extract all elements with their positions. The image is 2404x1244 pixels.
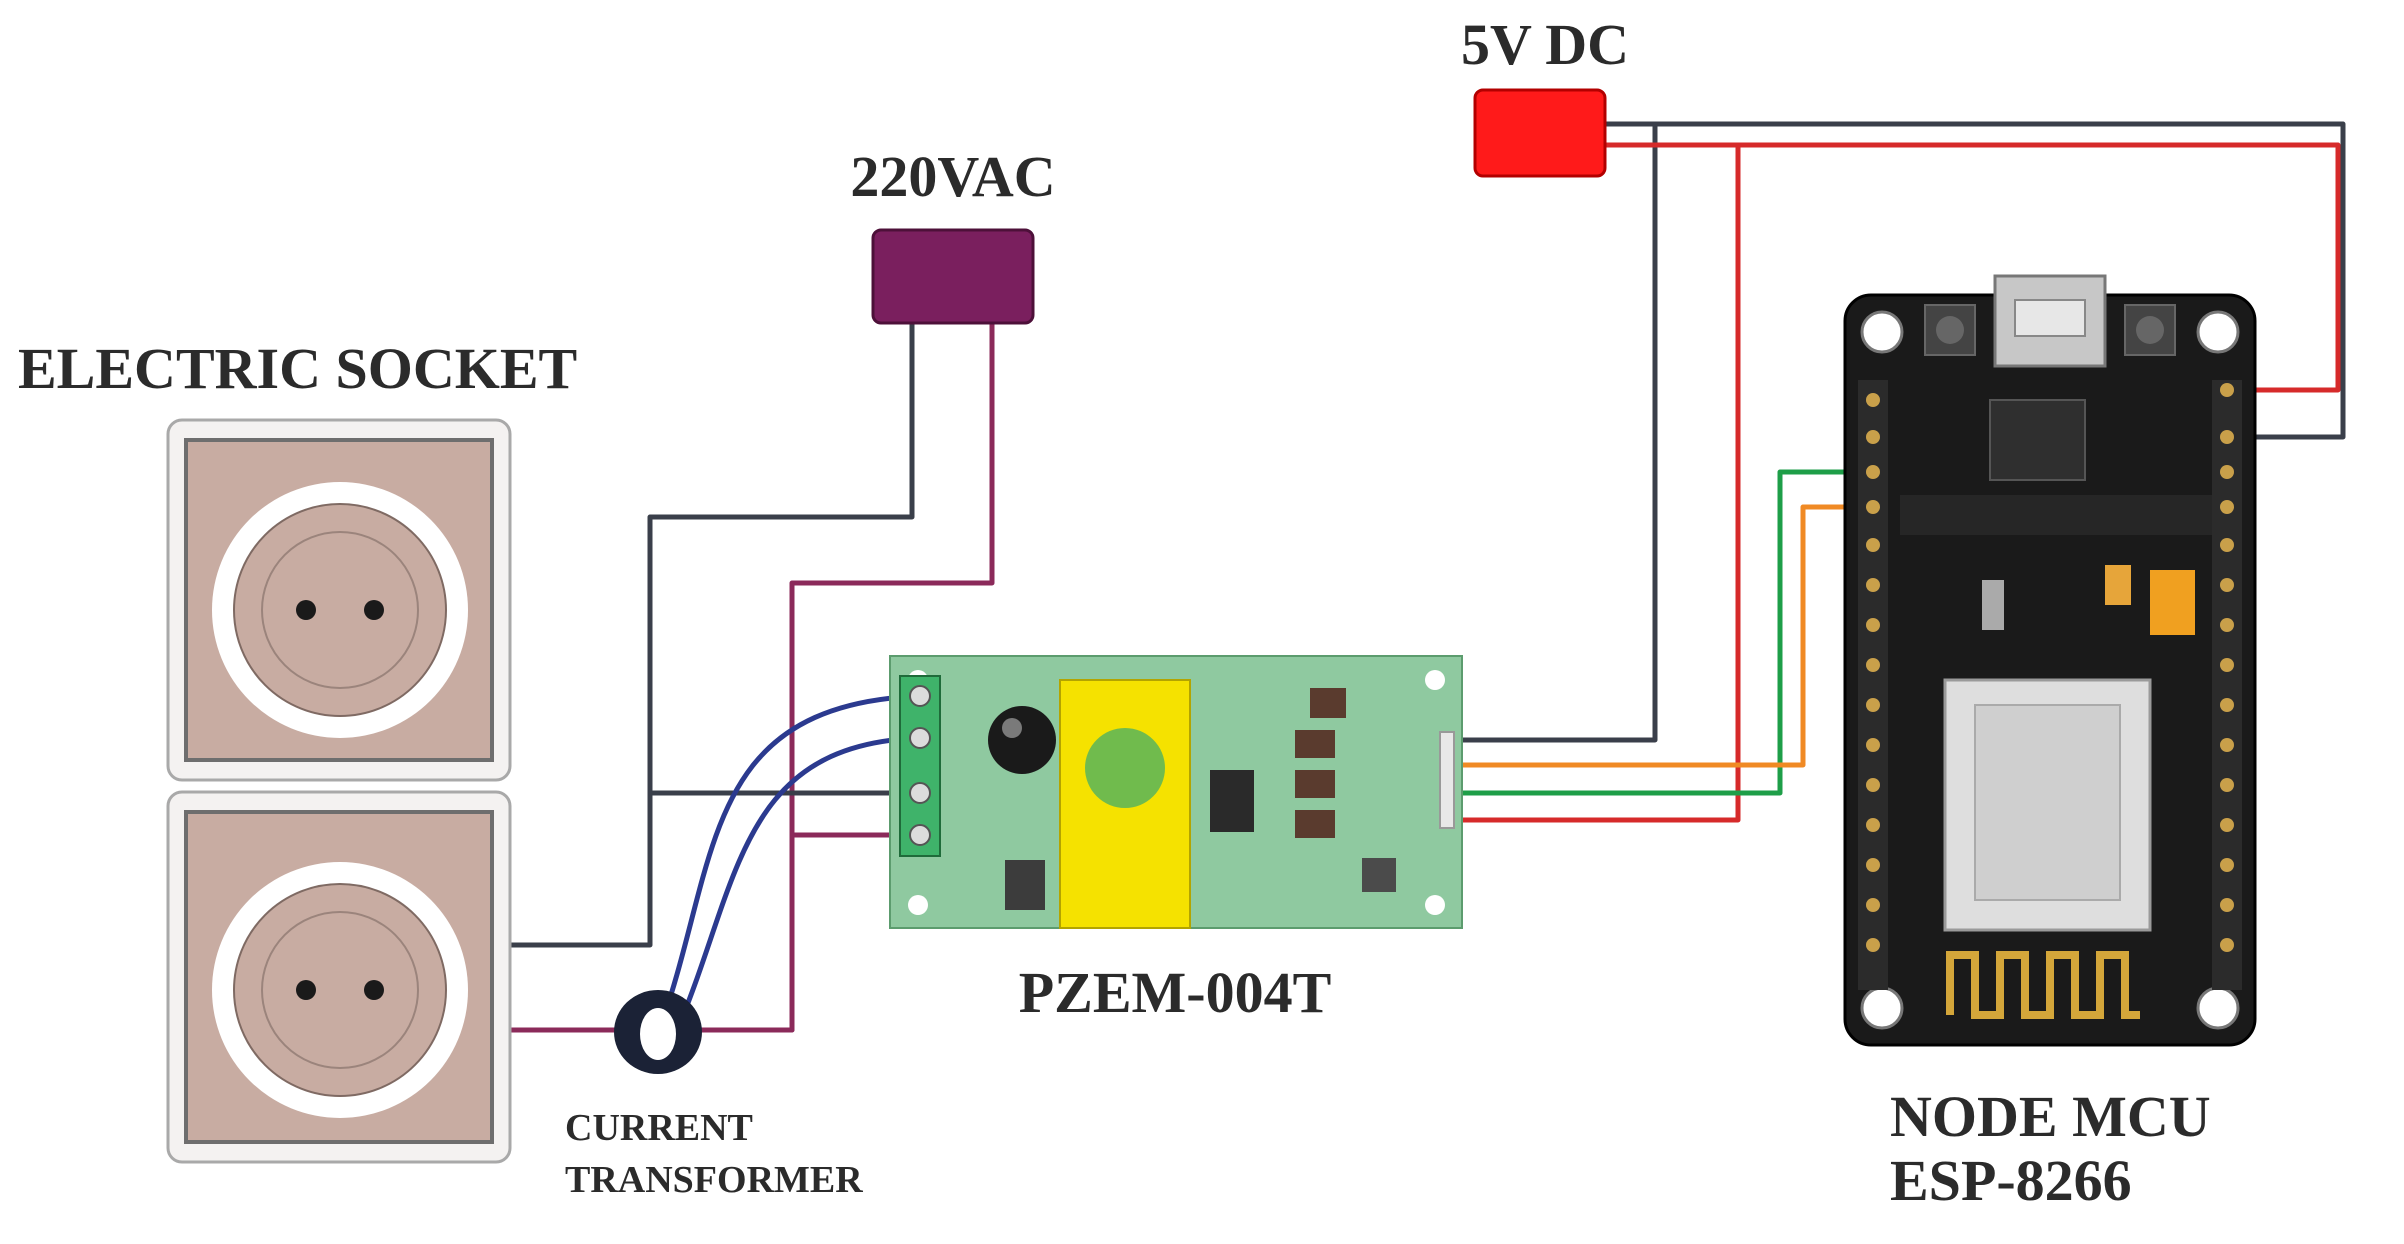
ac-wire-maroon <box>789 320 995 1033</box>
pin-header-right <box>2212 380 2242 990</box>
nodemcu-board: NODE MCU ESP-8266 <box>1843 274 2257 1213</box>
dc-wire-dark-pzem <box>1437 121 1658 743</box>
socket-hole-icon <box>296 600 316 620</box>
antenna-icon <box>1946 951 2140 1019</box>
dc-power-supply: 5V DC <box>1461 12 1629 178</box>
mcu-label-line2: ESP-8266 <box>1890 1148 2132 1213</box>
electric-socket-2 <box>166 790 512 1164</box>
data-wire-green <box>1437 469 1871 796</box>
mcu-label-line1: NODE MCU <box>1890 1084 2211 1149</box>
ct-label-line2: TRANSFORMER <box>565 1159 863 1201</box>
dc-wire-red-pzem <box>1437 142 1741 823</box>
dc-wire-red <box>1602 142 2341 393</box>
ct-wire-blue-2 <box>675 735 921 1031</box>
capacitor-icon <box>988 706 1056 774</box>
pzem-label: PZEM-004T <box>1019 960 1332 1025</box>
usb-port-icon <box>1993 274 2107 368</box>
dc-wire-dark <box>1602 121 2346 440</box>
pzem-module: PZEM-004T <box>889 655 1463 1025</box>
dc-supply-label: 5V DC <box>1461 12 1629 77</box>
reset-button-icon <box>1362 858 1396 892</box>
wires <box>507 121 2346 1033</box>
socket-hole-icon <box>364 980 384 1000</box>
socket-label: ELECTRIC SOCKET <box>18 336 577 401</box>
pin-header-left <box>1858 380 1888 990</box>
socket-hole-icon <box>296 980 316 1000</box>
data-wire-orange <box>1437 504 1871 768</box>
ct-wire-blue-1 <box>657 693 921 1031</box>
current-transformer: CURRENT TRANSFORMER <box>565 990 863 1201</box>
electric-socket-1 <box>166 418 512 782</box>
ac-supply-label: 220VAC <box>850 144 1055 209</box>
ct-label-line1: CURRENT <box>565 1107 753 1149</box>
ac-power-supply: 220VAC <box>850 144 1056 325</box>
socket-hole-icon <box>364 600 384 620</box>
ac-wire-dark <box>507 320 915 948</box>
